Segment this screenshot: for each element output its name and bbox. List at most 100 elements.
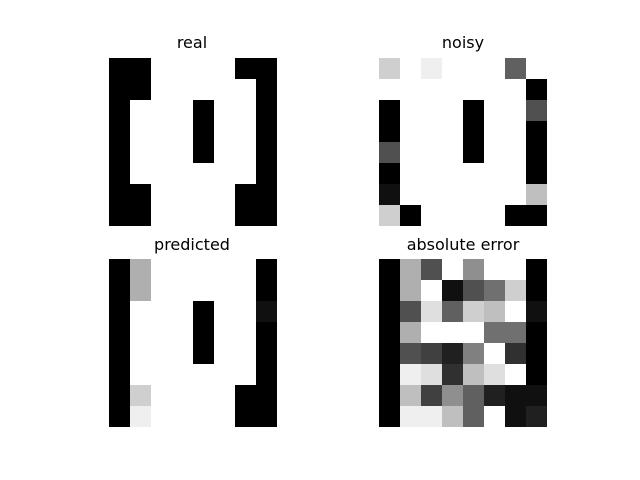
heatmap-cell bbox=[235, 280, 257, 302]
heatmap-cell bbox=[505, 301, 527, 323]
panel-title-noisy: noisy bbox=[441, 33, 485, 52]
heatmap-cell bbox=[214, 322, 236, 344]
heatmap-cell bbox=[484, 385, 506, 407]
heatmap-cell bbox=[526, 142, 547, 164]
heatmap-cell bbox=[484, 142, 506, 164]
heatmap-cell bbox=[130, 322, 152, 344]
heatmap-cell bbox=[379, 121, 401, 143]
heatmap-cell bbox=[214, 385, 236, 407]
heatmap-cell bbox=[256, 121, 277, 143]
heatmap-cell bbox=[172, 205, 194, 226]
heatmap-cell bbox=[130, 385, 152, 407]
heatmap-cell bbox=[256, 343, 277, 365]
heatmap-cell bbox=[109, 142, 131, 164]
heatmap-cell bbox=[484, 322, 506, 344]
heatmap-cell bbox=[505, 163, 527, 185]
heatmap-cell bbox=[526, 259, 547, 281]
heatmap-cell bbox=[109, 322, 131, 344]
heatmap-cell bbox=[526, 58, 547, 80]
heatmap-cell bbox=[463, 280, 485, 302]
heatmap-cell bbox=[214, 58, 236, 80]
heatmap-cell bbox=[484, 343, 506, 365]
heatmap-cell bbox=[442, 343, 464, 365]
heatmap-cell bbox=[193, 163, 215, 185]
heatmap-cell bbox=[172, 58, 194, 80]
heatmap-cell bbox=[109, 121, 131, 143]
heatmap-cell bbox=[235, 58, 257, 80]
heatmap-cell bbox=[235, 301, 257, 323]
heatmap-cell bbox=[400, 163, 422, 185]
heatmap-cell bbox=[130, 163, 152, 185]
heatmap-cell bbox=[256, 163, 277, 185]
heatmap-cell bbox=[463, 79, 485, 101]
heatmap-cell bbox=[421, 259, 443, 281]
heatmap-cell bbox=[151, 385, 173, 407]
heatmap-cell bbox=[193, 79, 215, 101]
heatmap-cell bbox=[235, 259, 257, 281]
heatmap-cell bbox=[172, 364, 194, 386]
heatmap-cell bbox=[235, 406, 257, 427]
heatmap-cell bbox=[256, 142, 277, 164]
heatmap-cell bbox=[400, 364, 422, 386]
heatmap-cell bbox=[400, 142, 422, 164]
heatmap-cell bbox=[505, 322, 527, 344]
heatmap-cell bbox=[400, 79, 422, 101]
heatmap-cell bbox=[235, 79, 257, 101]
heatmap-cell bbox=[484, 121, 506, 143]
heatmap-cell bbox=[172, 163, 194, 185]
heatmap-cell bbox=[421, 205, 443, 226]
heatmap-cell bbox=[505, 364, 527, 386]
heatmap-cell bbox=[400, 385, 422, 407]
heatmap-cell bbox=[130, 259, 152, 281]
heatmap-cell bbox=[151, 205, 173, 226]
heatmap-cell bbox=[379, 280, 401, 302]
heatmap-cell bbox=[256, 322, 277, 344]
heatmap-cell bbox=[379, 142, 401, 164]
heatmap-cell bbox=[484, 406, 506, 427]
heatmap-cell bbox=[400, 343, 422, 365]
heatmap-cell bbox=[421, 406, 443, 427]
heatmap-cell bbox=[505, 259, 527, 281]
heatmap-cell bbox=[109, 301, 131, 323]
heatmap-cell bbox=[214, 301, 236, 323]
heatmap-cell bbox=[172, 259, 194, 281]
heatmap-cell bbox=[442, 406, 464, 427]
heatmap-cell bbox=[421, 163, 443, 185]
heatmap-cell bbox=[526, 100, 547, 122]
heatmap-cell bbox=[400, 406, 422, 427]
heatmap-cell bbox=[484, 79, 506, 101]
heatmap-cell bbox=[421, 385, 443, 407]
heatmap-cell bbox=[505, 79, 527, 101]
heatmap-cell bbox=[505, 280, 527, 302]
heatmap-cell bbox=[193, 385, 215, 407]
heatmap-cell bbox=[421, 100, 443, 122]
heatmap-cell bbox=[484, 280, 506, 302]
heatmap-cell bbox=[214, 163, 236, 185]
heatmap-cell bbox=[235, 364, 257, 386]
heatmap-cell bbox=[151, 322, 173, 344]
heatmap-cell bbox=[130, 301, 152, 323]
heatmap-cell bbox=[400, 121, 422, 143]
heatmap-cell bbox=[130, 205, 152, 226]
heatmap-cell bbox=[109, 364, 131, 386]
heatmap-cell bbox=[214, 142, 236, 164]
heatmap-cell bbox=[526, 163, 547, 185]
heatmap-cell bbox=[151, 406, 173, 427]
heatmap-cell bbox=[421, 142, 443, 164]
heatmap-cell bbox=[235, 121, 257, 143]
heatmap-cell bbox=[151, 364, 173, 386]
heatmap-cell bbox=[379, 205, 401, 226]
heatmap-noisy bbox=[379, 58, 547, 226]
heatmap-cell bbox=[379, 343, 401, 365]
heatmap-cell bbox=[463, 259, 485, 281]
heatmap-cell bbox=[151, 58, 173, 80]
heatmap-cell bbox=[109, 100, 131, 122]
heatmap-cell bbox=[256, 385, 277, 407]
heatmap-cell bbox=[505, 58, 527, 80]
heatmap-cell bbox=[109, 343, 131, 365]
heatmap-cell bbox=[463, 142, 485, 164]
heatmap-cell bbox=[442, 301, 464, 323]
heatmap-cell bbox=[484, 163, 506, 185]
heatmap-cell bbox=[151, 184, 173, 206]
heatmap-cell bbox=[526, 322, 547, 344]
